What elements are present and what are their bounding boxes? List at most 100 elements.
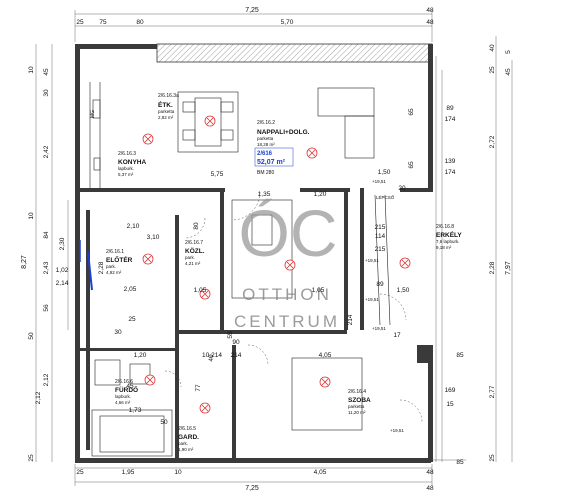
- room-kozl: 2/6.16.7 KÖZL. park. 4,21 m²: [185, 240, 205, 266]
- room-nappali-floor: parketta: [257, 136, 274, 141]
- room-kozl-name: KÖZL.: [185, 246, 205, 255]
- dim-89-bal: 89: [376, 281, 384, 288]
- room-eloter-name: ELŐTÉR: [106, 255, 133, 264]
- marker-szoba: [319, 376, 331, 388]
- dim-150-mid: 1,50: [397, 287, 410, 294]
- room-etk-name: ÉTK.: [158, 100, 173, 109]
- room-konyha: 2/6.16.3 KONYHA lapburk. 5,37 m²: [118, 151, 146, 177]
- dim-45: 45: [126, 383, 134, 390]
- dim-405: 4,05: [319, 352, 332, 359]
- dim-right-seg-2: 2,72: [489, 135, 496, 148]
- room-nappali-area: 18,28 m²: [257, 142, 275, 147]
- dim-65-a: 65: [408, 108, 415, 116]
- room-kozl-floor: park.: [185, 255, 195, 260]
- level-5: +19,51: [390, 428, 404, 433]
- room-furdo-area: 4,66 m²: [115, 400, 131, 405]
- dim-top-seg-0: 25: [76, 19, 84, 26]
- watermark-logo: ÓC: [239, 196, 338, 270]
- dim-top-seg-1: 75: [99, 19, 107, 26]
- dim-right-top-0: 5: [505, 50, 512, 54]
- room-konyha-name: KONYHA: [118, 159, 146, 166]
- dim-top-seg-4: 48: [426, 19, 434, 26]
- dim-214-b: 214: [347, 314, 354, 325]
- dim-575: 5,75: [211, 171, 224, 178]
- dim-228: 2,28: [98, 261, 105, 274]
- dim-left-seg-9: 2,12: [43, 373, 50, 386]
- marker-kozl: [199, 288, 211, 300]
- room-konyha-area: 5,37 m²: [118, 172, 134, 177]
- marker-furdo: [144, 374, 156, 386]
- room-gard-name: GARD.: [178, 434, 199, 441]
- dim-left-total: 8,27: [21, 255, 28, 269]
- room-gard-floor: park.: [178, 441, 188, 446]
- level-1: +19,51: [372, 179, 386, 184]
- dimension-lines: [35, 10, 513, 486]
- room-szoba-area: 11,20 m²: [348, 410, 366, 415]
- dim-right-seg-4: 2,77: [489, 385, 496, 398]
- dim-120: 1,20: [314, 191, 327, 198]
- fixtures: [79, 56, 443, 462]
- level-4: +19,51: [372, 326, 386, 331]
- dim-left-seg-5: 84: [43, 231, 50, 239]
- dim-left-inner-2: 2,14: [56, 280, 69, 287]
- room-furdo-floor: lapburk.: [115, 394, 131, 399]
- dim-right-seg-5: 25: [489, 454, 496, 462]
- dim-left-seg-10: 25: [28, 454, 35, 462]
- dim-right-total: 7,97: [505, 261, 512, 275]
- dim-right-top-1: 45: [505, 68, 512, 76]
- dim-173: 1,73: [129, 407, 142, 414]
- dim-top-seg-2: 80: [136, 19, 144, 26]
- dim-bot-seg-3: 4,05: [314, 469, 327, 476]
- room-szoba-floor: parketta: [348, 404, 365, 409]
- marker-eloter: [142, 253, 154, 265]
- room-nappali: 2/6.16.2 NAPPALI+DOLG. parketta 18,28 m²: [257, 120, 310, 147]
- dim-150-top: 1,50: [378, 169, 391, 176]
- dim-left-seg-4: 10: [28, 212, 35, 220]
- dim-139: 139: [445, 158, 456, 165]
- dim-bot-seg-1: 1,95: [122, 469, 135, 476]
- dim-right-seg-0: 40: [489, 44, 496, 52]
- top-dimensions: 7,25 25 75 80 5,70 48 48: [76, 7, 434, 26]
- dim-bot-48: 48: [426, 485, 434, 492]
- room-nappali-code: 2/6.16.2: [257, 120, 275, 126]
- dim-left-seg-0: 10: [28, 66, 35, 74]
- apartment-area: 52,07 m²: [257, 159, 286, 166]
- left-dimensions: 10 45 30 2,42 10 84 2,43 56 50 2,12 25 8…: [21, 66, 69, 462]
- apartment-bm: BM 280: [257, 170, 274, 176]
- apartment-code: 2/616: [257, 151, 273, 157]
- dim-105-b: 1,05: [312, 287, 325, 294]
- marker-etk: [204, 115, 216, 127]
- room-erkely-code: 2/6.16.8: [436, 224, 454, 230]
- dim-205: 2,05: [124, 286, 137, 293]
- room-konyha-code: 2/6.16.3: [118, 151, 136, 157]
- level-annotations: +19,51 +19,51 +19,51 +19,51 +19,51 LÉPCS…: [90, 110, 404, 433]
- dim-left-seg-3: 2,42: [43, 145, 50, 158]
- dim-15: 15: [446, 401, 454, 408]
- dim-169: 169: [445, 387, 456, 394]
- marker-erkely: [399, 257, 411, 269]
- dim-174-a: 174: [445, 116, 456, 123]
- room-furdo: 2/6.16.6 FÜRDŐ lapburk. 4,66 m²: [115, 379, 138, 405]
- dim-105-a: 1,05: [194, 287, 207, 294]
- marker-center: [284, 259, 296, 271]
- dim-20: 20: [398, 185, 406, 192]
- room-gard-area: 1,90 m²: [178, 447, 194, 452]
- room-erkely-area: 9,18 m²: [436, 245, 452, 250]
- dim-left-seg-7: 56: [43, 304, 50, 312]
- room-szoba: 2/6.16.4 SZOBA parketta 11,20 m²: [348, 389, 371, 415]
- room-szoba-name: SZOBA: [348, 397, 371, 404]
- room-eloter-area: 4,92 m²: [106, 270, 122, 275]
- room-gard-code: 2/6.16.5: [178, 426, 196, 432]
- dim-left-seg-1: 45: [43, 68, 50, 76]
- dim-214-a: 214: [231, 352, 242, 359]
- dim-210: 2,10: [127, 223, 140, 230]
- dim-10214: 10,214: [202, 352, 222, 359]
- dim-top-total: 7,25: [245, 7, 259, 14]
- room-markers: [142, 115, 411, 414]
- dim-135: 1,35: [258, 191, 271, 198]
- dim-top-seg-3: 5,70: [281, 19, 294, 26]
- room-erkely: 2/6.16.8 ERKÉLY 7,6 lapburk. 9,18 m²: [436, 224, 462, 250]
- dim-30: 30: [114, 329, 122, 336]
- watermark-line1: OTTHON: [242, 285, 332, 304]
- dim-bot-seg-0: 25: [76, 469, 84, 476]
